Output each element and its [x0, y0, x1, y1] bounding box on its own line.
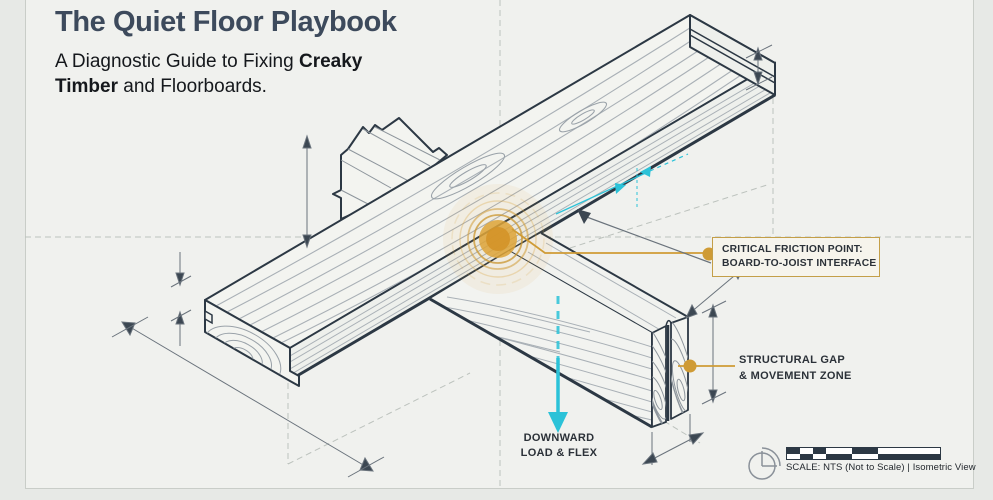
scale-note: SCALE: NTS (Not to Scale) | Isometric Vi…: [786, 462, 976, 473]
dimension-marks: [111, 44, 773, 478]
floorboard-groove-notch: [204, 309, 213, 325]
subtitle-suffix: and Floorboards.: [118, 76, 267, 97]
page-subtitle: A Diagnostic Guide to Fixing Creaky Timb…: [55, 49, 413, 99]
page-title: The Quiet Floor Playbook: [55, 6, 397, 38]
structural-gap-line2: & MOVEMENT ZONE: [739, 370, 852, 382]
structural-gap-crack: [665, 319, 672, 327]
joist-end-face: [651, 325, 667, 428]
structural-gap-line1: STRUCTURAL GAP: [739, 354, 846, 366]
joist-bottom-shadow-edge: [429, 297, 653, 429]
friction-point-callout: CRITICAL FRICTION POINT: BOARD-TO-JOIST …: [712, 237, 880, 277]
joist-end-grain-arcs: [652, 326, 666, 427]
joist-front-face: [430, 251, 652, 427]
floorboard-right-end-face: [689, 14, 776, 96]
floorboard-front-grain: [290, 70, 775, 376]
gap-leader-dot: [683, 359, 697, 373]
structural-gap-label: STRUCTURAL GAP & MOVEMENT ZONE: [739, 352, 852, 384]
floorboard-bottom-shadow-edge: [289, 93, 776, 382]
clearance-dimension: [555, 153, 689, 215]
friction-callout-line2: BOARD-TO-JOIST INTERFACE: [722, 258, 877, 269]
orientation-icon: [748, 447, 781, 480]
leader-structural-gap: [678, 359, 735, 373]
friction-callout-line1: CRITICAL FRICTION POINT:: [722, 244, 863, 255]
load-arrow: [548, 296, 568, 433]
floorboard: [204, 14, 776, 387]
floorboard-left-end-face: [204, 299, 300, 387]
joist: [429, 232, 689, 429]
downward-load-label: DOWNWARD LOAD & FLEX: [505, 431, 613, 461]
downward-load-line1: DOWNWARD: [523, 432, 595, 444]
scale-bar: [786, 447, 941, 460]
joist-top-face: [509, 233, 688, 333]
subtitle-bold: Creaky Timber: [55, 51, 363, 97]
friction-point-glow: [443, 184, 553, 294]
leader-interface-arrow: [577, 209, 712, 264]
subtitle-prefix: A Diagnostic Guide to Fixing: [55, 51, 299, 72]
downward-load-line2: LOAD & FLEX: [520, 447, 598, 459]
